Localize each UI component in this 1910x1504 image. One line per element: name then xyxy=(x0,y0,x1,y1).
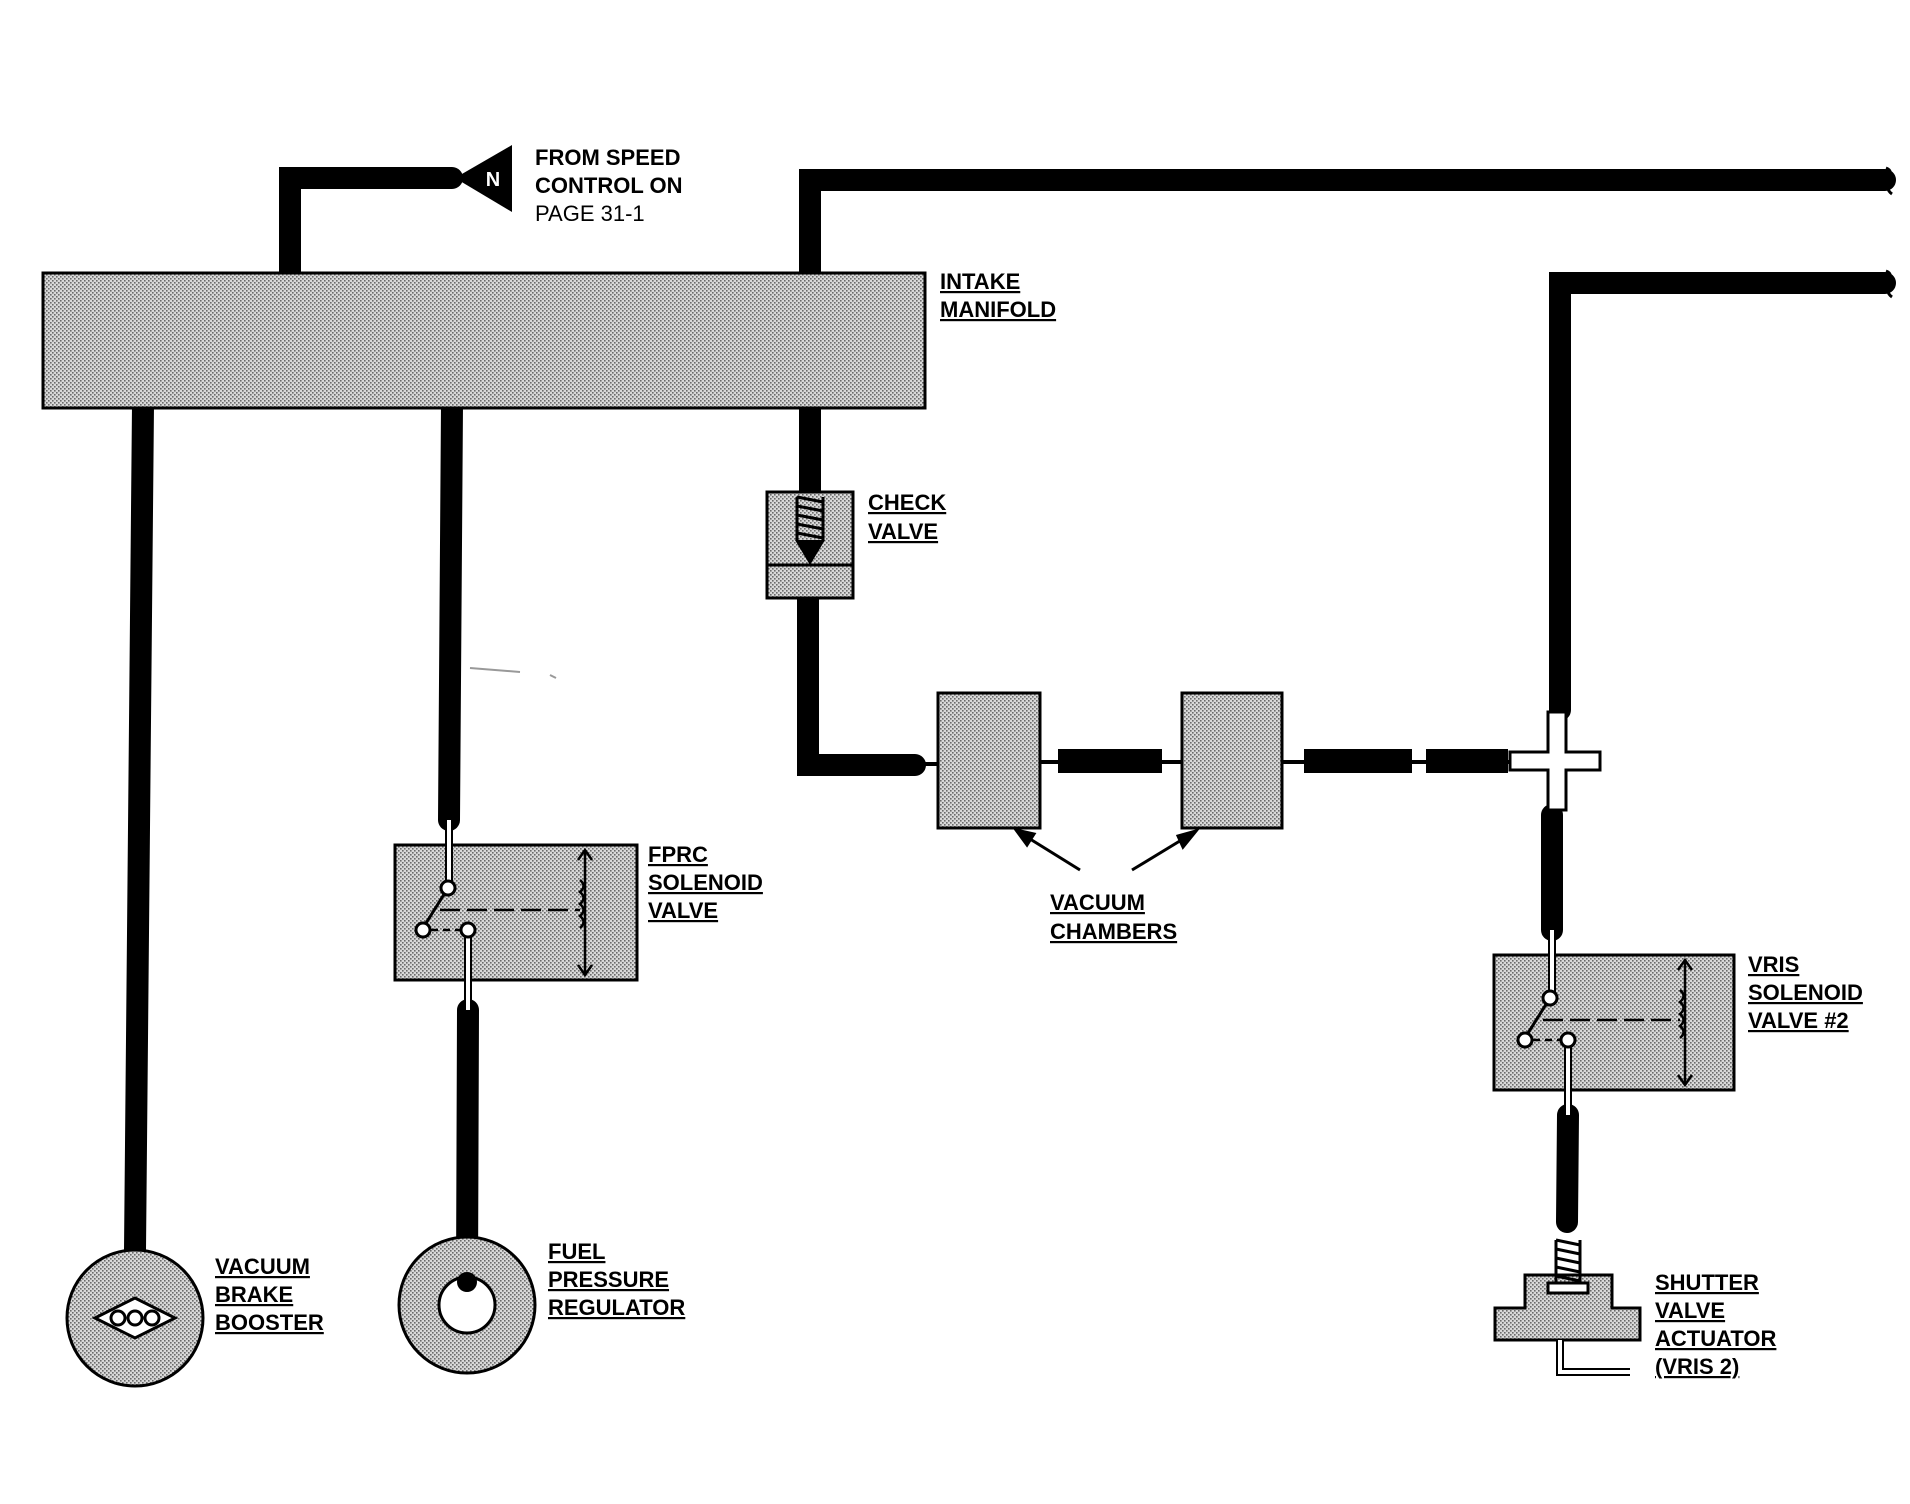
label-fuel-regulator-line-3: REGULATOR xyxy=(548,1295,685,1320)
label-vris-line-1: VRIS xyxy=(1748,952,1799,977)
label-vacuum-chambers: VACUUM CHAMBERS xyxy=(1050,890,1177,944)
hose-vris-out xyxy=(1556,1104,1579,1233)
label-vacuum-brake-booster: VACUUM BRAKE BOOSTER xyxy=(215,1254,324,1335)
brake-booster-diamond-icon xyxy=(91,1296,179,1340)
label-intake-manifold: INTAKE MANIFOLD xyxy=(940,269,1056,322)
fprc-solenoid-valve xyxy=(393,820,639,1010)
label-speed-control: FROM SPEED CONTROL ON PAGE 31-1 xyxy=(535,145,682,226)
vacuum-hoses xyxy=(124,167,1896,1293)
hose-break-marks xyxy=(1885,166,1894,299)
label-vris-solenoid-valve: VRIS SOLENOID VALVE #2 xyxy=(1748,952,1863,1033)
label-brake-booster-line-3: BOOSTER xyxy=(215,1310,324,1335)
label-check-valve-line-1: CHECK xyxy=(868,490,946,515)
label-speed-control-line-3: PAGE 31-1 xyxy=(535,201,645,226)
label-brake-booster-line-1: VACUUM xyxy=(215,1254,310,1279)
vacuum-brake-booster xyxy=(65,1248,205,1388)
vacuum-chamber-2 xyxy=(1180,691,1284,830)
label-shutter-line-4: (VRIS 2) xyxy=(1655,1354,1739,1379)
label-shutter-line-2: VALVE xyxy=(1655,1298,1725,1323)
check-valve xyxy=(765,490,855,600)
label-shutter-line-1: SHUTTER xyxy=(1655,1270,1759,1295)
label-fprc-line-1: FPRC xyxy=(648,842,708,867)
fprc-coil-icon xyxy=(576,847,594,978)
hose-fprc-in xyxy=(438,394,463,831)
label-vris-line-3: VALVE #2 xyxy=(1748,1008,1849,1033)
label-fprc-line-2: SOLENOID xyxy=(648,870,763,895)
tee-fitting xyxy=(1508,710,1602,812)
shutter-valve-actuator xyxy=(1493,1238,1642,1376)
hose-speed-control xyxy=(279,167,463,286)
speed-control-connector: N xyxy=(455,145,512,212)
fuel-pressure-regulator xyxy=(397,1235,537,1375)
label-check-valve-line-2: VALVE xyxy=(868,519,938,544)
label-fprc-line-3: VALVE xyxy=(648,898,718,923)
label-intake-manifold-line-1: INTAKE xyxy=(940,269,1020,294)
label-fprc-solenoid-valve: FPRC SOLENOID VALVE xyxy=(648,842,763,923)
label-vacuum-chambers-line-2: CHAMBERS xyxy=(1050,919,1177,944)
label-fuel-regulator-line-2: PRESSURE xyxy=(548,1267,669,1292)
intake-manifold xyxy=(41,271,927,410)
label-shutter-line-3: ACTUATOR xyxy=(1655,1326,1777,1351)
label-speed-control-line-2: CONTROL ON xyxy=(535,173,682,198)
hose-check-valve-out xyxy=(797,587,926,776)
label-fuel-pressure-regulator: FUEL PRESSURE REGULATOR xyxy=(548,1239,685,1320)
label-speed-control-line-1: FROM SPEED xyxy=(535,145,680,170)
label-vacuum-chambers-line-1: VACUUM xyxy=(1050,890,1145,915)
stray-mark xyxy=(469,667,557,679)
connector-triangle-icon xyxy=(455,145,512,212)
vacuum-chamber-arrows xyxy=(1012,827,1201,872)
hose-top-right-1 xyxy=(799,169,1896,286)
hose-brake-booster xyxy=(124,394,154,1261)
label-check-valve: CHECK VALVE xyxy=(868,490,946,544)
label-fuel-regulator-line-1: FUEL xyxy=(548,1239,605,1264)
label-intake-manifold-line-2: MANIFOLD xyxy=(940,297,1056,322)
vris-coil-icon xyxy=(1676,957,1694,1088)
label-shutter-valve-actuator: SHUTTER VALVE ACTUATOR (VRIS 2) xyxy=(1655,1270,1777,1379)
check-valve-spring-icon xyxy=(795,495,825,540)
vris-solenoid-valve xyxy=(1492,930,1736,1115)
label-vris-line-2: SOLENOID xyxy=(1748,980,1863,1005)
connector-letter: N xyxy=(486,169,500,191)
chamber-hoses xyxy=(915,749,1548,773)
actuator-spring-icon xyxy=(1554,1238,1582,1284)
label-brake-booster-line-2: BRAKE xyxy=(215,1282,293,1307)
vacuum-chamber-1 xyxy=(936,691,1042,830)
hose-top-right-2 xyxy=(1549,272,1896,721)
